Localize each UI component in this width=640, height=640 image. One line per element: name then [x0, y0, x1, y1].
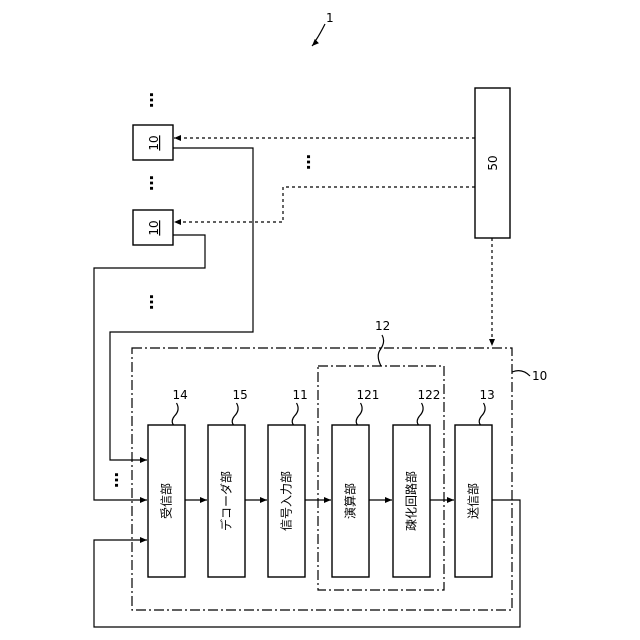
arithmetic-block-ref-leader — [356, 403, 362, 425]
ellipsis-top: … — [146, 92, 165, 108]
processing-blocks: 受信部 14 デコーダ部 15 信号入力部 11 演算部 121 疎化回路部 122 送信部 13 — [148, 388, 495, 577]
main-device-ref-leader — [512, 371, 530, 376]
link-top-device-to-receiver — [110, 148, 253, 460]
decoder-block-ref-leader — [232, 403, 238, 425]
dashed-link-50-to-middle-device — [174, 187, 475, 222]
signal-input-block-ref-label: 11 — [293, 388, 308, 402]
signal-input-block-ref-leader — [292, 403, 298, 425]
source-box-50-label: 50 — [486, 155, 500, 170]
decoder-block-ref-label: 15 — [233, 388, 248, 402]
ellipsis-between-devices: … — [146, 175, 165, 191]
sparsification-block-ref-leader — [417, 403, 423, 425]
sender-block-label: 送信部 — [466, 483, 481, 519]
ellipsis-left: … — [111, 472, 130, 488]
arithmetic-block-ref-label: 121 — [357, 388, 380, 402]
receiver-block-ref-label: 14 — [173, 388, 188, 402]
arithmetic-block-label: 演算部 — [343, 483, 358, 519]
system-ref-label: 1 — [326, 11, 334, 25]
sender-block-ref-label: 13 — [480, 388, 495, 402]
group-12-ref-leader — [378, 335, 383, 366]
device-box-middle-label: 10 — [147, 220, 161, 235]
sparsification-block-ref-label: 122 — [418, 388, 441, 402]
sender-block-ref-leader — [479, 403, 485, 425]
ellipsis-middle: … — [303, 154, 322, 170]
system-ref-leader — [312, 24, 325, 46]
decoder-block-label: デコーダ部 — [219, 471, 234, 531]
device-box-top-label: 10 — [147, 135, 161, 150]
sparsification-block-label: 疎化回路部 — [404, 471, 419, 531]
ellipsis-below-devices: … — [146, 294, 165, 310]
signal-input-block-label: 信号入力部 — [279, 471, 294, 531]
receiver-block-ref-leader — [172, 403, 178, 425]
group-12-ref-label: 12 — [375, 319, 390, 333]
receiver-block-label: 受信部 — [159, 483, 174, 519]
main-device-ref-label: 10 — [532, 369, 547, 383]
